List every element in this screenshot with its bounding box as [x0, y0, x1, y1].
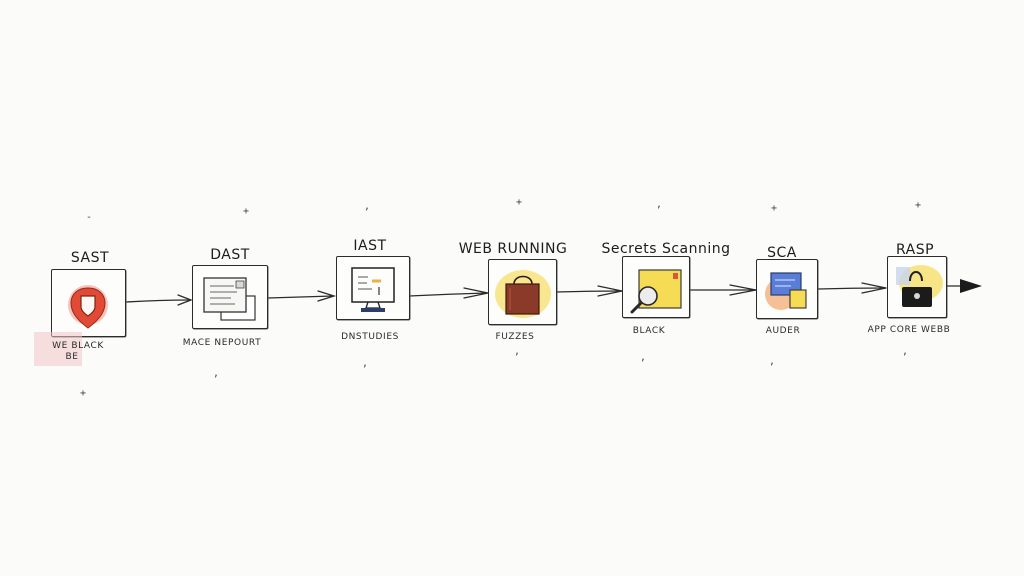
documents-icon	[203, 277, 256, 321]
stage-box	[51, 269, 126, 337]
bag-icon	[495, 270, 551, 318]
connector-arrow	[267, 295, 334, 299]
stage-caption: FUZZES	[495, 332, 535, 342]
shield-icon	[68, 285, 108, 329]
color-wash	[34, 332, 82, 366]
stage-title: SCA	[767, 245, 797, 261]
sketch-mark: ,	[902, 346, 909, 357]
stage-title: DAST	[210, 247, 250, 263]
stage-caption: BLACK	[632, 326, 666, 336]
sketch-mark: ,	[514, 346, 521, 357]
monitor-icon	[351, 267, 395, 312]
connector-arrow	[408, 292, 488, 297]
sketch-mark: ,	[640, 352, 647, 363]
connector-arrow-head	[861, 282, 887, 294]
stage-caption: APP CORE WEBB	[867, 325, 951, 335]
stage-box	[488, 259, 557, 325]
sketch-mark: -	[86, 212, 93, 223]
lock-icon	[896, 265, 943, 307]
sketch-mark: +	[915, 200, 922, 211]
stage-title: SAST	[70, 250, 110, 266]
stage-title: IAST	[353, 238, 387, 254]
connector-arrow	[817, 287, 887, 290]
connector-arrow	[125, 299, 191, 303]
stage-box	[336, 256, 410, 320]
stage-box	[622, 256, 690, 318]
sketch-mark: ,	[364, 201, 371, 212]
stage-title: WEB RUNNING	[458, 241, 568, 257]
stage-caption: WE BLACK	[52, 341, 104, 351]
magnifier-icon	[630, 269, 682, 314]
sketch-mark: +	[80, 388, 87, 399]
stage-box	[756, 259, 818, 319]
stage-title: RASP	[895, 242, 935, 258]
connector-arrow	[555, 290, 623, 293]
stage-box	[192, 265, 268, 329]
sketch-mark: ,	[213, 368, 220, 379]
sketch-mark: ,	[769, 356, 776, 367]
sketch-mark: +	[243, 206, 250, 217]
connector-arrow-head	[177, 294, 193, 306]
connector-arrow-head	[317, 290, 337, 302]
sketch-mark: +	[516, 197, 523, 208]
stage-caption: MACE NEPOURT	[182, 338, 262, 348]
sketch-mark: +	[771, 203, 778, 214]
sketch-mark: ,	[362, 358, 369, 369]
stage-caption: BE	[65, 352, 79, 362]
final-arrow-head	[960, 279, 982, 293]
stage-caption: AUDER	[765, 326, 801, 336]
stage-title: Secrets Scanning	[601, 241, 731, 257]
stage-box	[887, 256, 947, 318]
package-icon	[765, 272, 807, 310]
sketch-mark: ,	[656, 199, 663, 210]
stage-caption: DNSTUDIES	[341, 332, 399, 342]
